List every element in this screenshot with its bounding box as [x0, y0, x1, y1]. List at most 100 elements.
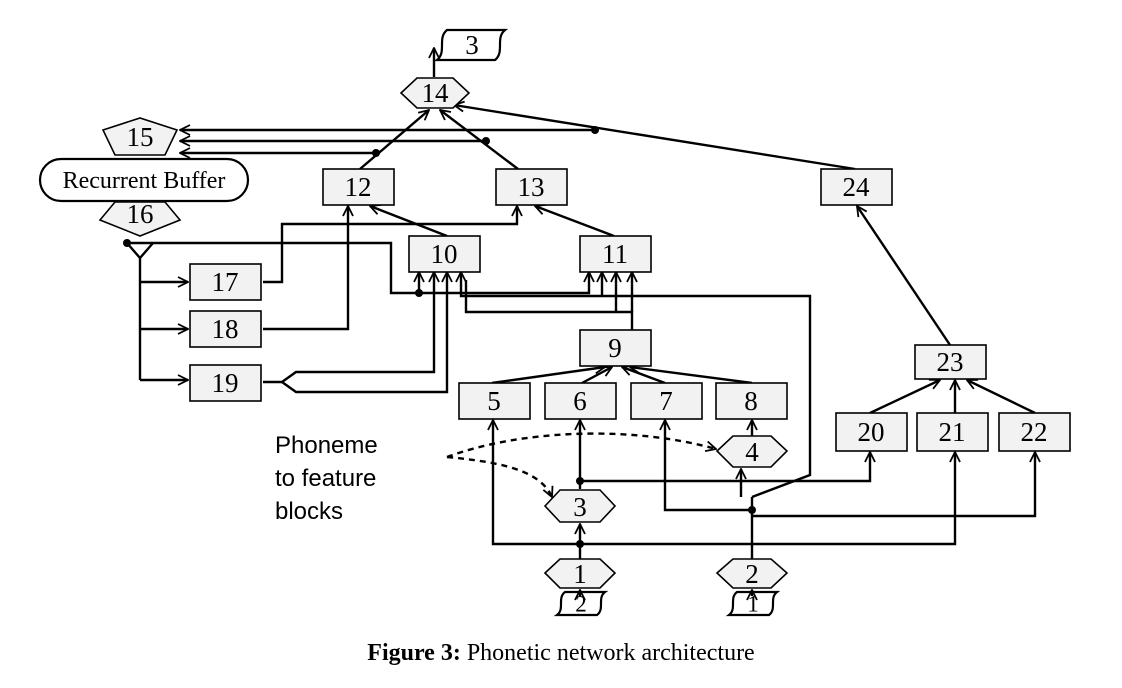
junction-dot [576, 540, 584, 548]
edge-22-to-23 [967, 378, 1036, 415]
node-3-label: 3 [573, 492, 587, 522]
junction-dot [123, 239, 131, 247]
node-6 [544, 382, 617, 420]
node-21 [916, 412, 989, 452]
junction-dot [372, 149, 380, 157]
figure-caption: Figure 3: Phonetic network architecture [0, 640, 1122, 667]
node-3 [543, 489, 617, 523]
node-21-label: 21 [939, 417, 966, 447]
edge-6-to-9 [581, 365, 612, 385]
recurrent-buffer [38, 157, 250, 203]
edge-11-to-13 [535, 206, 615, 238]
node-19-label: 19 [212, 368, 239, 398]
node-14 [399, 77, 471, 109]
edge-19-to-10 [263, 272, 434, 384]
node-10-label: 10 [431, 239, 458, 269]
node-5 [458, 382, 531, 420]
phonetic-network-diagram: 14 15 16 12 13 24 10 11 17 18 19 9 23 5 … [38, 28, 1071, 617]
node-2 [715, 558, 789, 589]
node-7 [630, 382, 703, 420]
edges [126, 48, 1036, 596]
junction-dots [123, 126, 756, 548]
node-8 [715, 382, 788, 420]
node-8-label: 8 [744, 386, 758, 416]
node-7-label: 7 [659, 386, 673, 416]
node-6-label: 6 [573, 386, 587, 416]
annotation-line-3: blocks [275, 498, 343, 525]
node-9-label: 9 [608, 333, 622, 363]
edge-2-to-7 [665, 420, 752, 512]
edge-16-to-10-11 [127, 241, 589, 295]
edge-10-to-12 [370, 206, 448, 238]
node-23-label: 23 [937, 347, 964, 377]
edge-17-to-13 [263, 206, 517, 284]
node-20-label: 20 [858, 417, 885, 447]
edge-12-to-14 [359, 110, 429, 170]
io-symbols [433, 28, 781, 617]
node-5-label: 5 [487, 386, 501, 416]
output-symbol-top [433, 28, 509, 62]
node-9 [579, 329, 652, 367]
node-20 [835, 412, 908, 452]
node-1 [543, 558, 617, 589]
node-4-label: 4 [745, 437, 759, 467]
node-1-label: 1 [573, 559, 587, 589]
edge-2-to-22 [752, 452, 1035, 518]
node-17-label: 17 [212, 267, 239, 297]
edge-18-to-12 [263, 206, 348, 331]
node-22-label: 22 [1021, 417, 1048, 447]
edge-5-to-9 [491, 367, 605, 385]
annotation-line-1: Phoneme [275, 432, 378, 459]
input-symbol-left-label: 2 [575, 592, 587, 617]
edge-4-branch-to-10-11 [461, 272, 812, 499]
node-15 [101, 117, 179, 156]
edge-16-split [126, 242, 154, 380]
edge-9-to-10-11 [464, 280, 634, 330]
junction-dot [415, 289, 423, 297]
junction-dot [591, 126, 599, 134]
caption-text: Phonetic network architecture [460, 640, 755, 666]
edge-20-to-23 [869, 380, 940, 415]
junction-dot [748, 506, 756, 514]
recurrent-buffer-label: Recurrent Buffer [63, 168, 226, 194]
edge-1-to-5 [493, 420, 580, 546]
node-12 [322, 168, 395, 206]
node-4 [715, 435, 789, 468]
edge-23-to-24 [857, 206, 951, 346]
node-24-label: 24 [843, 172, 871, 202]
dashed-phoneme-to-4 [446, 432, 716, 459]
node-14-label: 14 [422, 78, 450, 108]
node-10 [408, 235, 481, 273]
nodes [38, 77, 1071, 589]
input-symbol-right-label: 1 [747, 592, 759, 617]
node-17 [189, 263, 262, 301]
node-11-label: 11 [602, 239, 628, 269]
node-13-label: 13 [518, 172, 545, 202]
dashed-phoneme-to-3 [446, 455, 552, 497]
edge-1-to-21 [580, 452, 955, 546]
input-symbol-right [725, 590, 781, 617]
edge-8-to-9 [630, 367, 753, 385]
node-24 [820, 168, 893, 206]
annotation-line-2: to feature [275, 465, 376, 492]
node-11 [579, 235, 652, 273]
caption-prefix: Figure 3: [367, 640, 461, 666]
node-18 [189, 310, 262, 348]
node-13 [495, 168, 568, 206]
junction-dot [482, 137, 490, 145]
node-23 [914, 344, 987, 380]
node-19 [189, 364, 262, 402]
node-12-label: 12 [345, 172, 372, 202]
edge-19-to-10-b [281, 272, 447, 394]
edge-13-to-14 [440, 110, 519, 170]
node-18-label: 18 [212, 314, 239, 344]
node-22 [998, 412, 1071, 452]
node-16-label: 16 [127, 199, 154, 229]
input-symbol-left [553, 590, 609, 617]
node-2-label: 2 [745, 559, 759, 589]
junction-dot [576, 477, 584, 485]
edge-3-tap-to-20 [580, 452, 870, 483]
output-symbol-label: 3 [465, 30, 479, 60]
edge-24-to-14 [454, 105, 856, 171]
node-15-label: 15 [127, 122, 154, 152]
